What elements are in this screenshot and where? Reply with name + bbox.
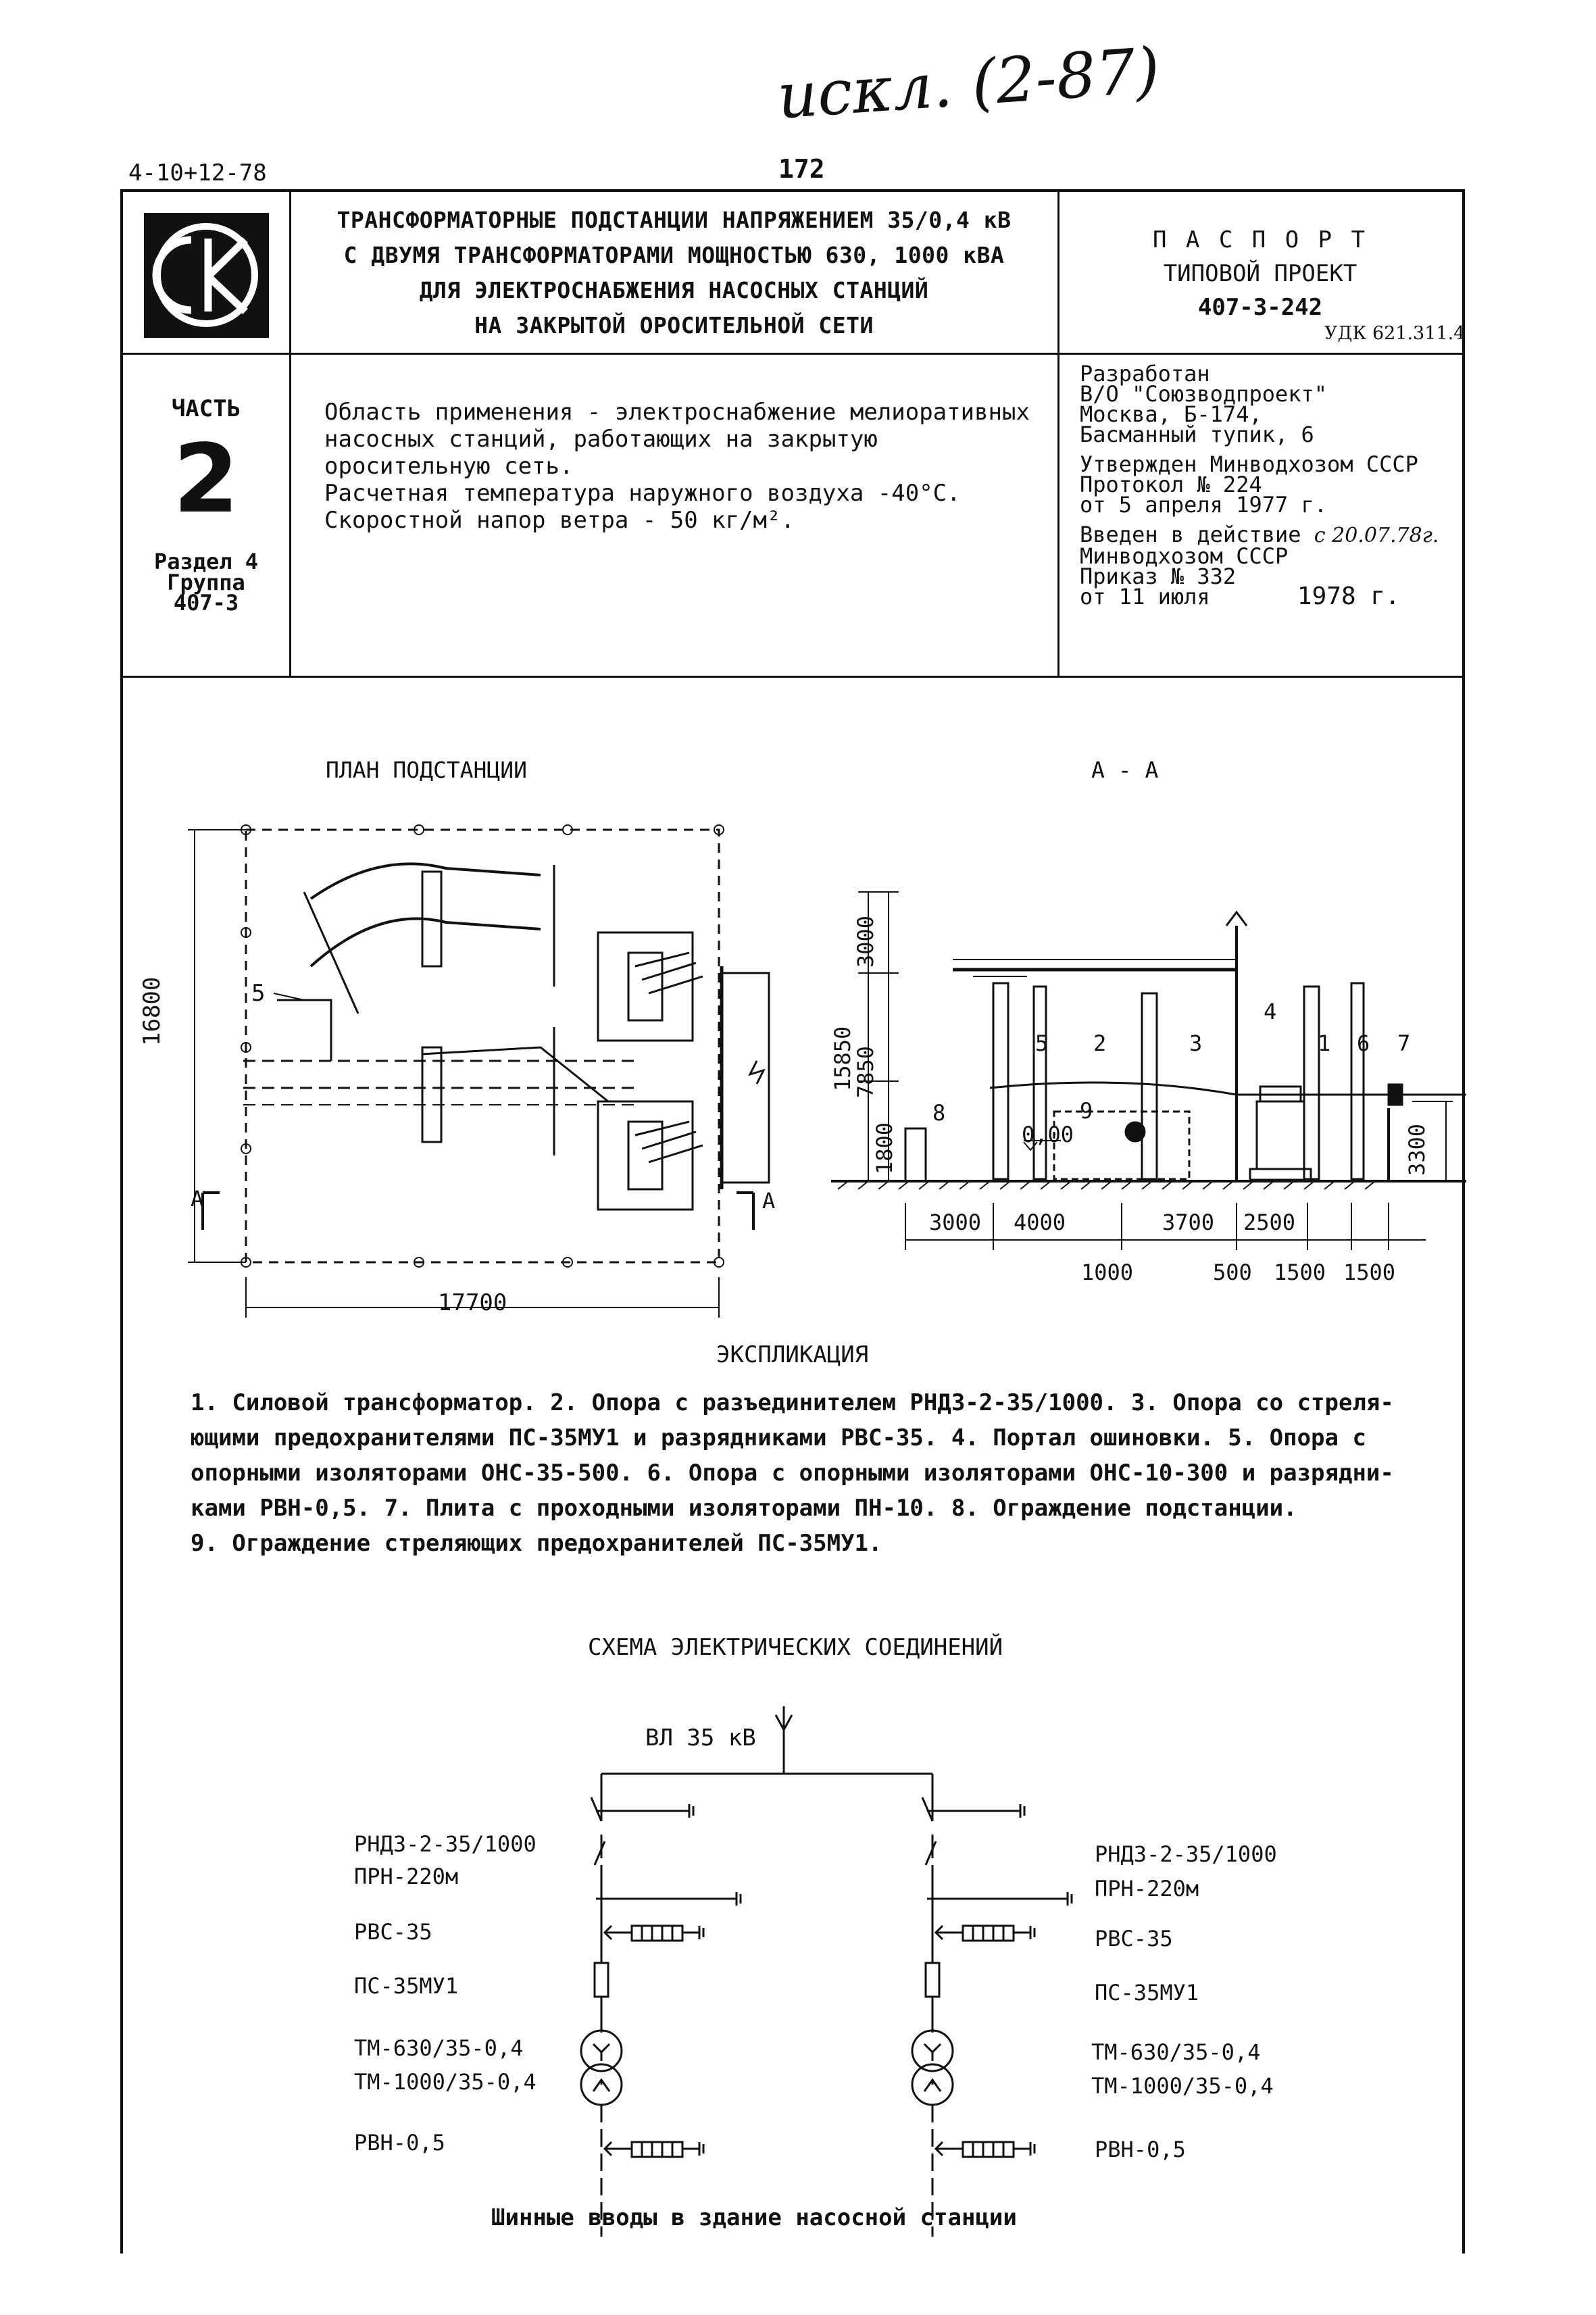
schema-left-label: РВС-35 [354, 1919, 432, 1945]
schema-input: ВЛ 35 кВ [645, 1724, 756, 1751]
approved-line: Утвержден Минводхозом СССР [1080, 451, 1418, 477]
schema-right-label: ПРН-220м [1095, 1876, 1199, 1901]
section-dim-15850: 15850 [830, 1026, 855, 1091]
scope-line: Область применения - электроснабжение ме… [324, 399, 1030, 426]
plan-section-mark-right: А [762, 1188, 776, 1214]
schema-footer: Шинные вводы в здание насосной станции [491, 2204, 1017, 2231]
logo [144, 213, 269, 338]
explication-line: опорными изоляторами ОНС-35-500. 6. Опор… [191, 1460, 1394, 1487]
plan-dim-width: 17700 [438, 1289, 507, 1316]
group-label: Группа [167, 570, 245, 595]
scope-line: оросительную сеть. [324, 453, 574, 480]
schema-right-label: ТМ-1000/35-0,4 [1091, 2073, 1274, 2099]
schema-right-label: ПС-35МУ1 [1095, 1980, 1199, 2006]
section-dim-h2: 4000 [1014, 1210, 1066, 1235]
passport-label: П А С П О Р Т [1152, 226, 1368, 253]
passport-block: П А С П О Р Т ТИПОВОЙ ПРОЕКТ 407-3-242 [1061, 223, 1460, 324]
enacted-date: с 20.07.78г. [1314, 524, 1439, 547]
schema-left-label: ТМ-630/35-0,4 [354, 2035, 524, 2061]
schema-right-label: РВС-35 [1095, 1926, 1173, 1951]
scope-line: Скоростной напор ветра - 50 кг/м². [324, 507, 795, 534]
schema-right-label: ТМ-630/35-0,4 [1091, 2039, 1261, 2065]
header-title: ТРАНСФОРМАТОРНЫЕ ПОДСТАНЦИИ НАПРЯЖЕНИЕМ … [297, 203, 1051, 343]
section-callout: 9 [1080, 1098, 1093, 1124]
section-dim-3000: 3000 [853, 915, 878, 968]
order-date: от 11 июля [1080, 584, 1210, 609]
section-dim-b1: 1000 [1081, 1260, 1134, 1285]
developed-line: В/О "Союзводпроект" [1080, 381, 1328, 407]
section-dim-1800: 1800 [872, 1122, 897, 1174]
approved-line: от 5 апреля 1977 г. [1080, 492, 1328, 518]
udk: УДК 621.311.4 [1324, 323, 1466, 344]
developed-line: Москва, Б-174, [1080, 401, 1262, 427]
plan-section-mark-left: А [191, 1186, 204, 1212]
explication-line: ками РВН-0,5. 7. Плита с проходными изол… [191, 1495, 1297, 1522]
order-date-line: от 11 июля 1978 г. [1080, 584, 1465, 609]
order-year: 1978 г. [1297, 582, 1400, 610]
scope-line: Расчетная температура наружного воздуха … [324, 480, 961, 507]
approval-block: Разработан В/О "Союзводпроект" Москва, Б… [1080, 361, 1465, 609]
project-number: 407-3-242 [1197, 294, 1323, 321]
part-number: 2 [173, 424, 239, 534]
section-callout: 2 [1093, 1030, 1107, 1056]
plan-drawing [188, 824, 770, 1318]
schema-title: СХЕМА ЭЛЕКТРИЧЕСКИХ СОЕДИНЕНИЙ [588, 1634, 1003, 1661]
series-code: 4-10+12-78 [128, 159, 267, 186]
title-line: ДЛЯ ЭЛЕКТРОСНАБЖЕНИЯ НАСОСНЫХ СТАНЦИЙ [419, 277, 929, 303]
scope-line: насосных станций, работающих на закрытую [324, 426, 878, 453]
enacted-line: Введен в действие с 20.07.78г. [1080, 524, 1465, 546]
section-dim-b3: 1500 [1274, 1260, 1326, 1285]
section-title: А - А [1091, 757, 1159, 783]
section-dim-h1: 3000 [929, 1210, 982, 1235]
developed-line: Разработан [1080, 361, 1210, 387]
enacted-label: Введен в действие [1080, 522, 1301, 547]
schema-left-label: ТМ-1000/35-0,4 [354, 2069, 537, 2095]
plan-callout-5: 5 [251, 980, 266, 1007]
schema-right-label: РНДЗ-2-35/1000 [1095, 1841, 1277, 1867]
title-line: ТРАНСФОРМАТОРНЫЕ ПОДСТАНЦИИ НАПРЯЖЕНИЕМ … [336, 207, 1012, 233]
section-dim-3300: 3300 [1404, 1123, 1430, 1176]
explication-line: 9. Ограждение стреляющих предохранителей… [191, 1530, 882, 1557]
title-line: С ДВУМЯ ТРАНСФОРМАТОРАМИ МОЩНОСТЬЮ 630, … [343, 242, 1005, 268]
plan-title: ПЛАН ПОДСТАНЦИИ [326, 757, 528, 783]
scope-text: Область применения - электроснабжение ме… [324, 399, 1054, 534]
section-dim-h4: 2500 [1243, 1210, 1296, 1235]
section-callout: 7 [1397, 1030, 1411, 1056]
section-dim-b2: 500 [1213, 1260, 1252, 1285]
enacted-line: Приказ № 332 [1080, 564, 1237, 589]
section-dim-b4: 1500 [1343, 1260, 1396, 1285]
part-label: ЧАСТЬ [171, 395, 241, 422]
group-number: 407-3 [173, 590, 239, 616]
section-callout: 3 [1189, 1030, 1203, 1056]
section-dim-7850: 7850 [853, 1045, 878, 1098]
section-dim-h3: 3700 [1162, 1210, 1215, 1235]
schema-left-label: РНДЗ-2-35/1000 [354, 1831, 537, 1857]
section-callout: 1 [1318, 1030, 1331, 1056]
page-number: 172 [778, 154, 825, 184]
explication-line: ющими предохранителями ПС-35МУ1 и разряд… [191, 1424, 1366, 1451]
section-callout: 5 [1035, 1030, 1049, 1056]
explication-line: 1. Силовой трансформатор. 2. Опора с раз… [191, 1389, 1394, 1416]
section-callout: 8 [932, 1100, 946, 1126]
section-callout: 4 [1264, 999, 1277, 1024]
schema-drawing [580, 1706, 1073, 2237]
explication-title: ЭКСПЛИКАЦИЯ [716, 1341, 869, 1368]
schema-left-label: ПРН-220м [354, 1864, 459, 1889]
approved-line: Протокол № 224 [1080, 472, 1262, 497]
handwritten-note: исκл. (2-87) [774, 34, 1162, 133]
section-label: Раздел 4 [153, 549, 259, 574]
schema-left-label: ПС-35МУ1 [354, 1973, 459, 1999]
plan-dim-height: 16800 [139, 976, 166, 1046]
section-drawing [831, 891, 1466, 1250]
developed-line: Басманный тупик, 6 [1080, 422, 1314, 447]
section-callout: 6 [1357, 1030, 1370, 1056]
schema-right-label: РВН-0,5 [1095, 2137, 1186, 2162]
section-level: 0,00 [1022, 1122, 1074, 1147]
enacted-line: Минводхозом СССР [1080, 543, 1289, 569]
title-line: НА ЗАКРЫТОЙ ОРОСИТЕЛЬНОЙ СЕТИ [474, 312, 874, 339]
project-type: ТИПОВОЙ ПРОЕКТ [1163, 260, 1357, 287]
explication-text: 1. Силовой трансформатор. 2. Опора с раз… [191, 1385, 1447, 1561]
part-column: ЧАСТЬ 2 Раздел 4 Группа 407-3 [123, 395, 289, 616]
schema-left-label: РВН-0,5 [354, 2130, 445, 2156]
